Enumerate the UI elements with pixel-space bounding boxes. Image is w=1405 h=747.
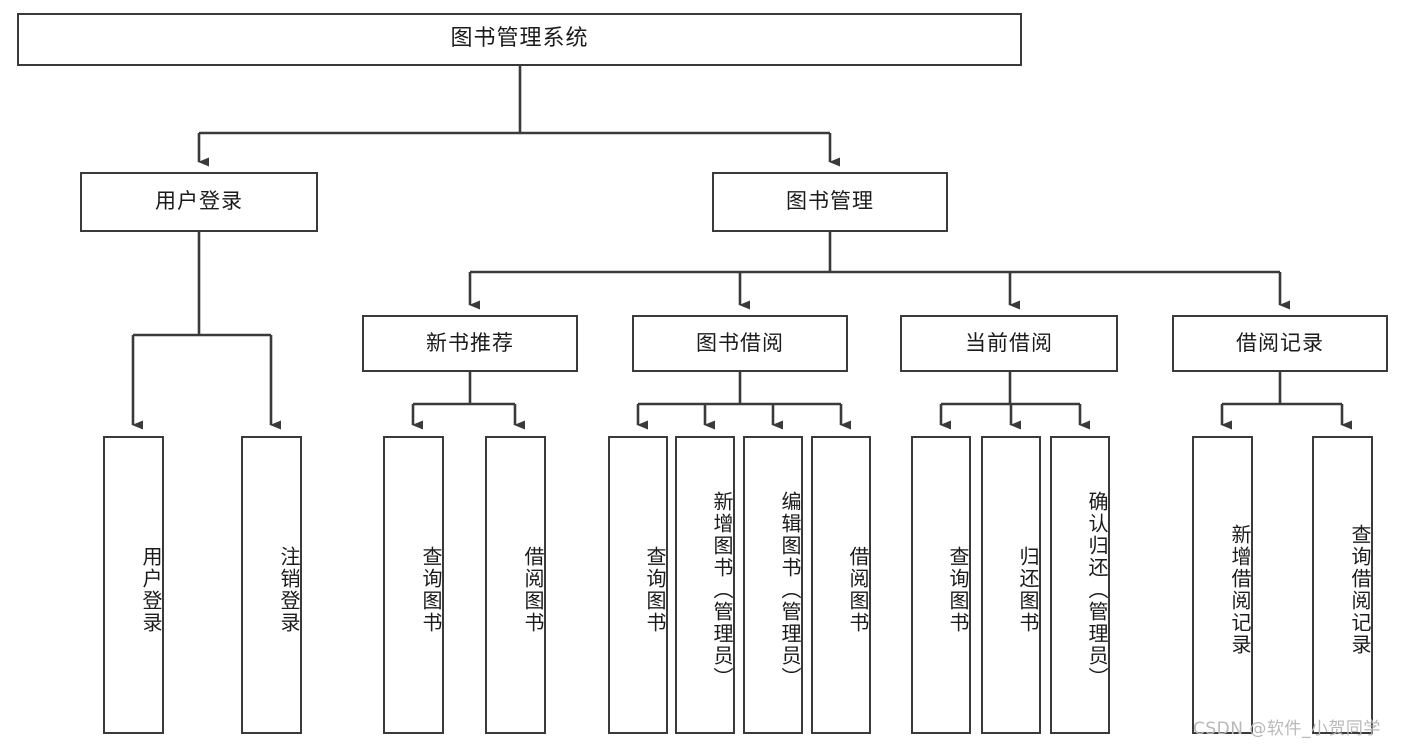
leaf-record-query-record[interactable]: 查询借阅记录: [1312, 436, 1373, 734]
leaf-recommend-query-book[interactable]: 查询图书: [383, 436, 444, 734]
leaf-borrow-borrow-book[interactable]: 借阅图书: [811, 436, 871, 734]
leaf-borrow-add-book-admin[interactable]: 新增图书（管理员）: [675, 436, 735, 734]
leaf-recommend-borrow-book[interactable]: 借阅图书: [485, 436, 546, 734]
node-new-book-recommend[interactable]: 新书推荐: [362, 315, 578, 372]
node-book-borrow[interactable]: 图书借阅: [632, 315, 848, 372]
node-current-borrow[interactable]: 当前借阅: [900, 315, 1118, 372]
node-borrow-record[interactable]: 借阅记录: [1172, 315, 1388, 372]
leaf-current-return-book[interactable]: 归还图书: [981, 436, 1041, 734]
leaf-borrow-edit-book-admin[interactable]: 编辑图书（管理员）: [743, 436, 803, 734]
leaf-user-login-logout[interactable]: 注销登录: [241, 436, 302, 734]
leaf-borrow-query-book[interactable]: 查询图书: [608, 436, 668, 734]
leaf-current-confirm-return-admin[interactable]: 确认归还（管理员）: [1050, 436, 1110, 734]
node-book-management[interactable]: 图书管理: [712, 172, 948, 232]
leaf-current-query-book[interactable]: 查询图书: [911, 436, 971, 734]
leaf-user-login-login[interactable]: 用户登录: [103, 436, 164, 734]
node-user-login[interactable]: 用户登录: [80, 172, 318, 232]
leaf-record-add-record[interactable]: 新增借阅记录: [1192, 436, 1253, 734]
node-root-system[interactable]: 图书管理系统: [17, 13, 1022, 66]
